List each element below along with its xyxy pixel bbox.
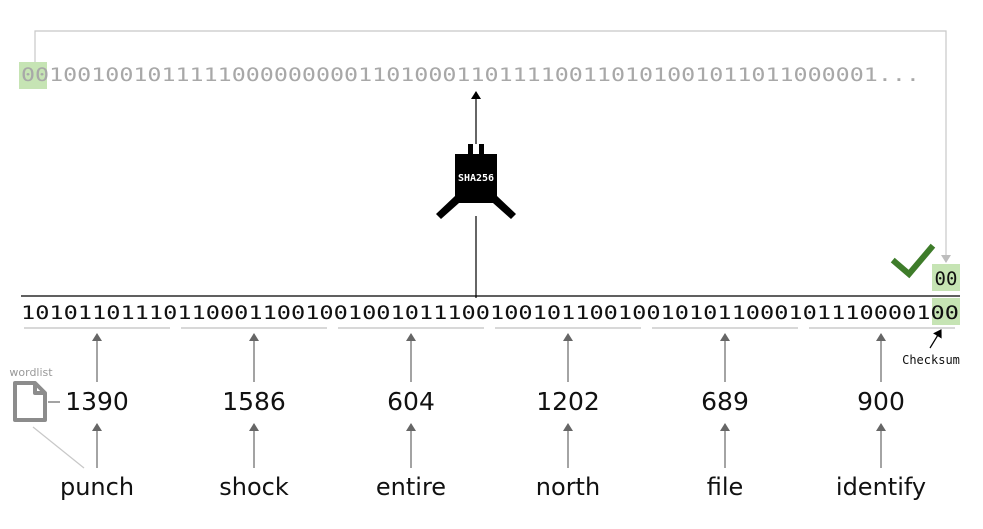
- entropy-group-5: 01010110001: [646, 302, 802, 324]
- word-1: punch: [60, 473, 134, 501]
- index-4: 1202: [536, 387, 600, 416]
- hash-ellipsis: ...: [878, 64, 920, 86]
- index-arrows: [92, 333, 886, 382]
- entropy-group-6: 011100001: [803, 302, 931, 324]
- word-6: identify: [836, 473, 926, 501]
- entropy-checksum-highlight: [932, 298, 960, 325]
- word-arrows: [92, 423, 886, 468]
- mnemonic-words: punch shock entire north file identify: [60, 473, 926, 501]
- entropy-checksum-bits: 00: [931, 302, 959, 324]
- word-3: entire: [376, 473, 446, 501]
- checksum-pointer: [929, 329, 942, 349]
- word-2: shock: [219, 473, 289, 501]
- entropy-group-4: 10010110010: [490, 302, 646, 324]
- entropy-group-1: 10101101110: [21, 302, 177, 324]
- word-5: file: [707, 473, 744, 501]
- entropy-group-3: 01001011100: [334, 302, 490, 324]
- index-6: 900: [857, 387, 905, 416]
- checksum-connector: [34, 30, 951, 263]
- hash-remaining-bits: 1001001011111000000000110100011011110011…: [49, 64, 878, 86]
- checkmark-icon: [890, 243, 936, 279]
- entropy-group-2: 11000110010: [177, 302, 333, 324]
- index-1: 1390: [65, 387, 129, 416]
- index-2: 1586: [222, 387, 286, 416]
- hash-function-label: SHA256: [458, 173, 494, 184]
- checksum-label: Checksum: [902, 353, 960, 367]
- copied-checksum-highlight: [932, 264, 960, 291]
- index-5: 689: [701, 387, 749, 416]
- wordlist-label: wordlist: [9, 366, 53, 379]
- hash-function-icon: SHA256: [436, 91, 516, 298]
- indices: 1390 1586 604 1202 689 900: [65, 387, 905, 416]
- wordlist-connector: [32, 426, 85, 469]
- hash-checksum-bits: 00: [21, 64, 49, 86]
- hash-checksum-highlight: [19, 62, 47, 89]
- index-3: 604: [387, 387, 435, 416]
- copied-checksum-bits: 00: [935, 268, 958, 290]
- document-icon: [13, 381, 47, 422]
- word-4: north: [536, 473, 600, 501]
